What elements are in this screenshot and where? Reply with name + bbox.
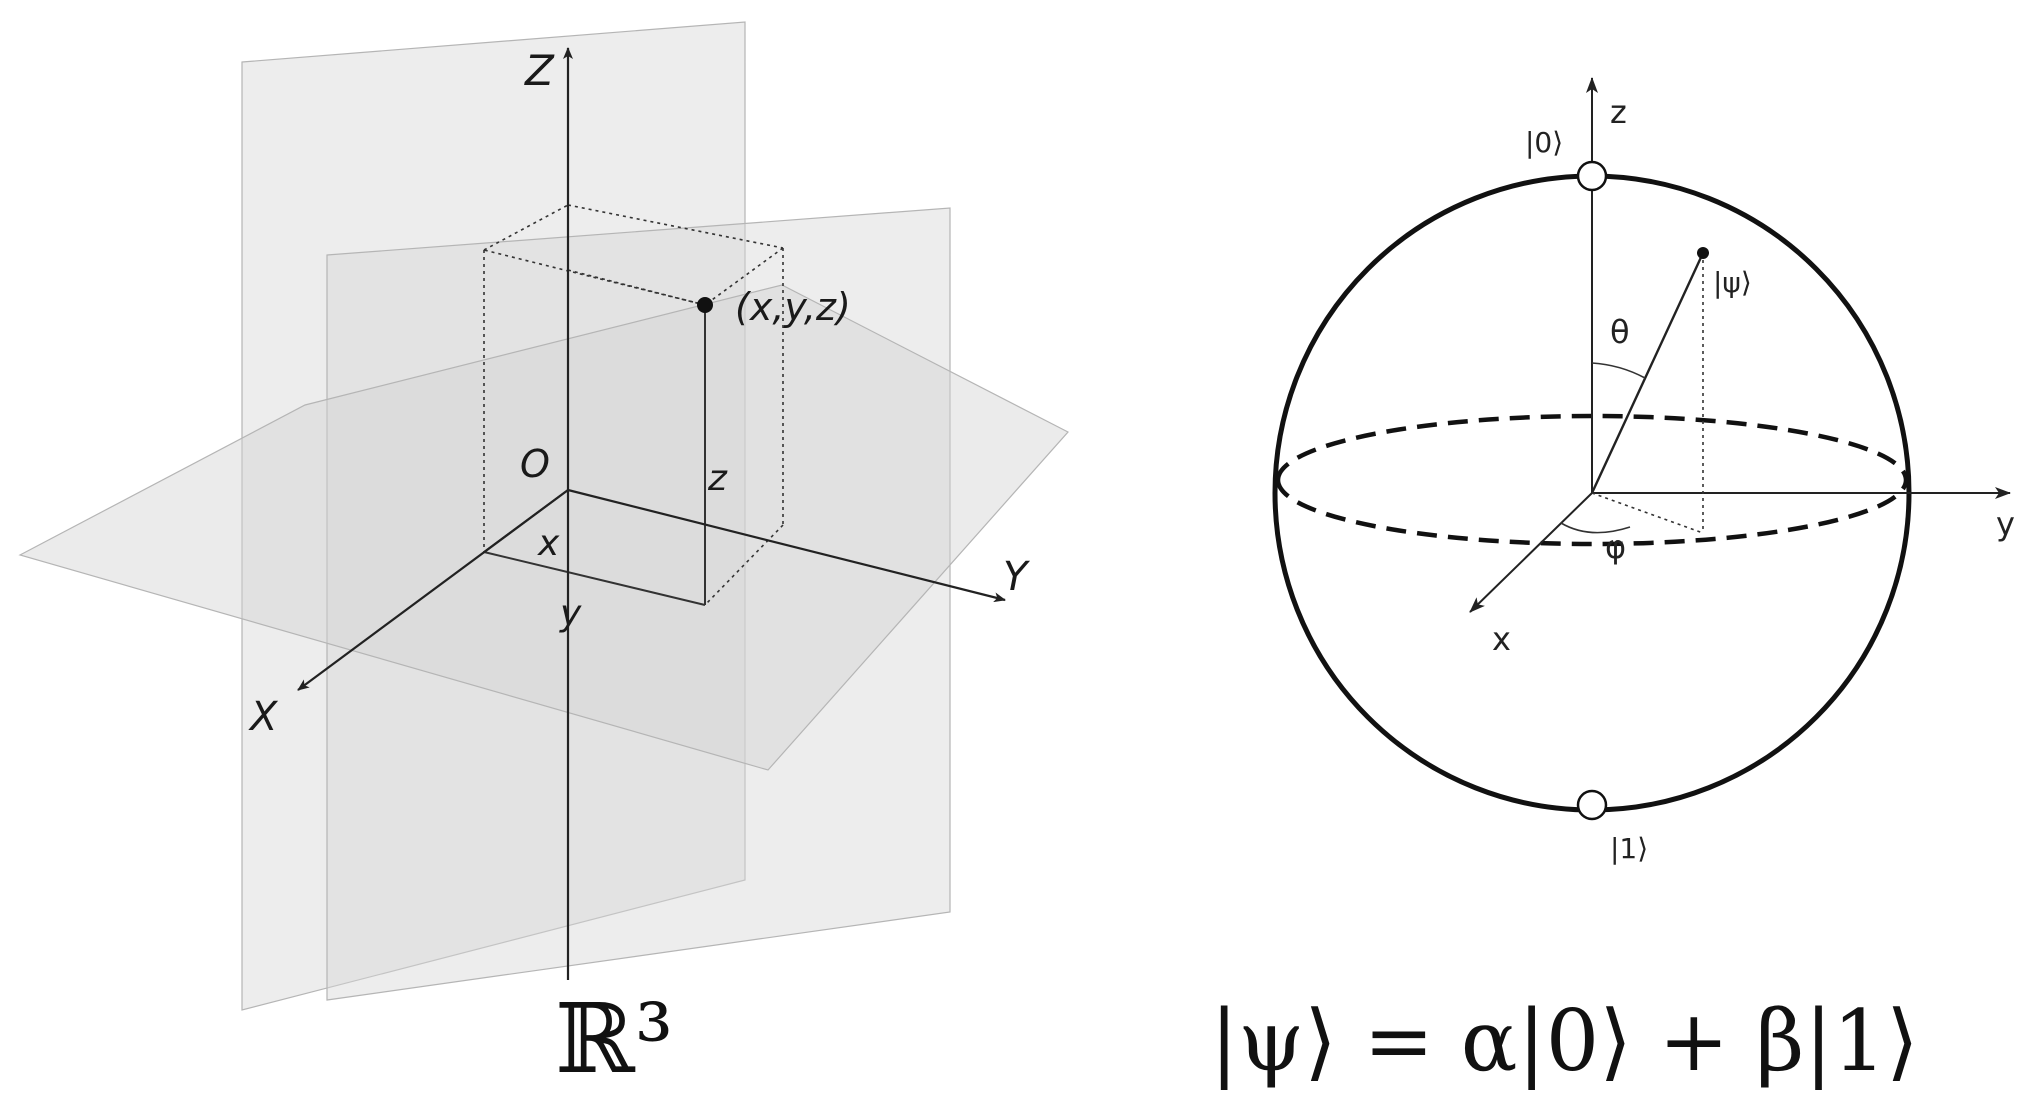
theta-arc [1591,362,1646,379]
equator-back [1275,413,1909,481]
xz-plane [326,207,951,1001]
coordinate-box [483,204,784,606]
state-label: |ψ⟩ [1713,266,1752,299]
state-point [1697,247,1709,259]
y-axis [567,488,1006,603]
z-component-label: z [707,458,728,499]
bloch-caption: |ψ⟩ = α|0⟩ + β|1⟩ [1210,992,1919,1090]
bloch-x-label: x [1492,620,1511,658]
z-axis-label: Z [524,46,555,95]
bloch-y-label: y [1996,505,2015,543]
south-pole-label: |1⟩ [1610,832,1648,865]
horizontal-projection [1591,492,1704,534]
bloch-z-label: z [1610,93,1627,131]
x-axis-label: X [248,694,279,740]
r3-diagram: Z Y X O (x,y,z) x y z ℝ³ [18,21,1069,1095]
bloch-x-axis [1469,492,1593,613]
equator-front [1275,479,1909,547]
north-pole [1576,160,1608,192]
origin-label: O [520,442,550,486]
theta-label: θ [1610,313,1630,351]
x-component-label: x [537,523,560,564]
xy-plane-fill [18,284,1069,771]
y-axis-label: Y [1003,554,1031,600]
south-pole [1576,789,1608,821]
yz-plane [241,21,746,1011]
y-component-label: y [559,593,582,634]
r3-caption: ℝ³ [555,983,673,1095]
state-vector [1590,252,1705,494]
point-label: (x,y,z) [735,285,851,329]
phi-arc [1560,522,1631,534]
phi-label: φ [1605,528,1626,566]
bloch-sphere-diagram: z y x |0⟩ |1⟩ |ψ⟩ θ φ |ψ⟩ = α|0⟩ + β|1⟩ [1210,77,2015,1090]
north-pole-label: |0⟩ [1525,126,1563,159]
point-xyz [697,297,713,313]
